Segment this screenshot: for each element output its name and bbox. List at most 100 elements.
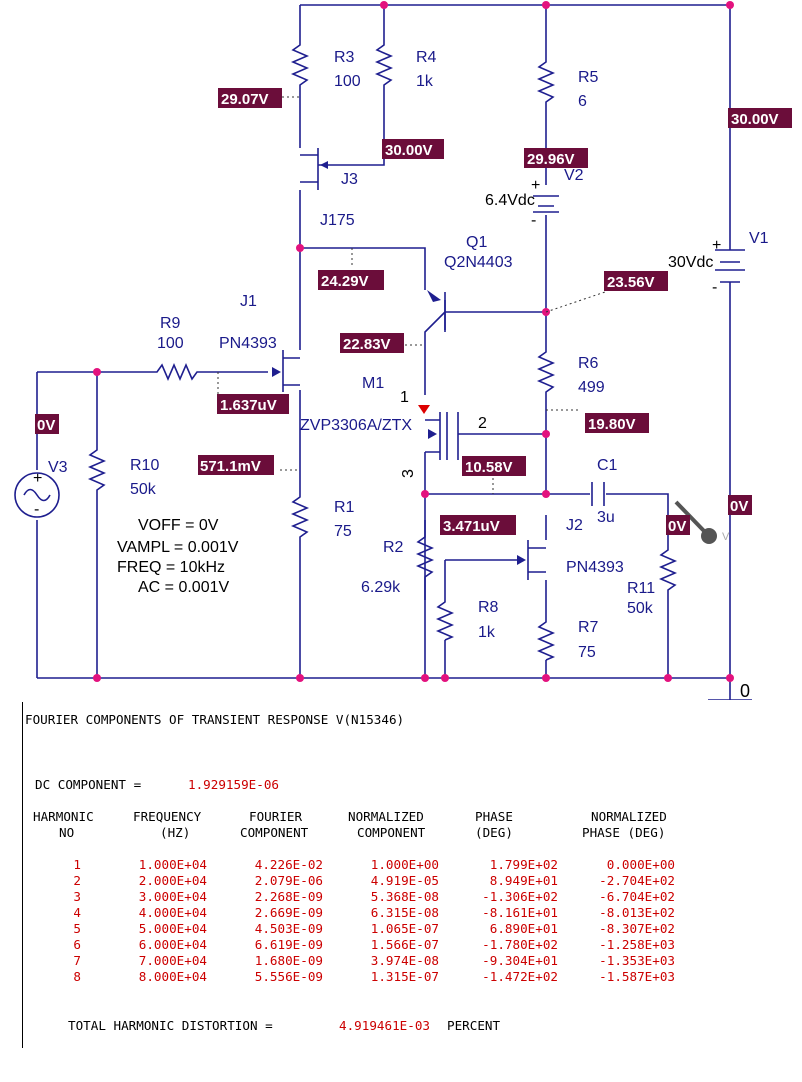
devices: + - + - + - V: [14, 148, 752, 700]
bias-label: 0V: [37, 417, 55, 434]
r2-value: 6.29k: [361, 579, 401, 596]
header-normalized-phase: NORMALIZED: [591, 809, 667, 824]
junction-dot: [726, 674, 734, 682]
table-cell: 1.000E+00: [370, 857, 439, 872]
q1-collector-wire: [424, 311, 446, 395]
r3-name: R3: [334, 49, 355, 66]
r3-resistor: [290, 38, 310, 90]
voltage-probe-tip[interactable]: [701, 528, 717, 544]
v2-value: 6.4Vdc: [485, 192, 535, 209]
table-cell: 6.315E-08: [370, 905, 439, 920]
m1-pin1: 1: [400, 389, 409, 406]
r8-value: 1k: [478, 624, 496, 641]
r7-name: R7: [578, 619, 599, 636]
q1-base-feed: [300, 247, 426, 290]
header-no: NO: [59, 825, 75, 840]
header-phase: PHASE: [475, 809, 513, 824]
header-component: COMPONENT: [240, 825, 309, 840]
sine-icon: [23, 488, 51, 502]
c1-value: 3u: [597, 509, 615, 526]
junction-dot: [421, 490, 429, 498]
table-cell: 1.680E-09: [254, 953, 323, 968]
r4-value: 1k: [416, 73, 434, 90]
thd-unit: PERCENT: [447, 1018, 501, 1033]
j2-symbol: [527, 540, 546, 580]
harmonic-number: 7: [73, 953, 81, 968]
v1-minus-sign: -: [712, 279, 717, 296]
table-cell: 2.268E-09: [254, 889, 323, 904]
bias-leaders: [217, 96, 606, 494]
v3-source-circle: [14, 472, 60, 518]
harmonic-number: 2: [73, 873, 81, 888]
j2-arrow: [517, 555, 526, 565]
r7-value: 75: [578, 644, 596, 661]
m1-pin2: 2: [478, 415, 487, 432]
v1-name: V1: [749, 230, 769, 247]
bias-label: 0V: [730, 498, 748, 515]
table-cell: -1.780E+02: [482, 937, 558, 952]
table-cell: 8.949E+01: [489, 873, 558, 888]
junction-dot: [421, 674, 429, 682]
junction-dot: [93, 674, 101, 682]
table-cell: 1.315E-07: [370, 969, 439, 984]
r10-value: 50k: [130, 481, 157, 498]
header-hz: (HZ): [160, 825, 191, 840]
j2-name: J2: [566, 517, 583, 534]
header-harmonic: HARMONIC: [33, 809, 94, 824]
r6-resistor: [536, 345, 556, 395]
v2-plus-sign: +: [531, 177, 540, 194]
junction-dot: [542, 430, 550, 438]
q1-part: Q2N4403: [444, 254, 513, 271]
table-cell: -1.306E+02: [482, 889, 558, 904]
junction-dot: [664, 674, 672, 682]
voltage-probe-icon[interactable]: [674, 500, 707, 534]
m1-pin3: 3: [400, 469, 417, 478]
table-cell: 3.974E-08: [370, 953, 439, 968]
c1-capacitor: [591, 482, 605, 506]
table-cell: 2.669E-09: [254, 905, 323, 920]
table-cell: -2.704E+02: [599, 873, 675, 888]
r9-resistor: [150, 362, 205, 382]
junction-dot: [380, 1, 388, 9]
bias-label: 19.80V: [588, 416, 636, 433]
q1-arrow: [427, 290, 441, 302]
v3-minus-sign: -: [34, 501, 39, 518]
bias-label: 0V: [668, 518, 686, 535]
table-cell: 5.556E-09: [254, 969, 323, 984]
table-cell: -1.587E+03: [599, 969, 675, 984]
thd-value: 4.919461E-03: [339, 1018, 430, 1033]
bias-label: 30.00V: [385, 142, 433, 159]
table-cell: 5.368E-08: [370, 889, 439, 904]
m1-symbol: [439, 412, 459, 460]
r9-name: R9: [160, 315, 181, 332]
thd-label: TOTAL HARMONIC DISTORTION =: [68, 1018, 273, 1033]
v2-battery-symbol: [533, 195, 559, 213]
dc-component-value: 1.929159E-06: [188, 777, 279, 792]
table-cell: 1.799E+02: [489, 857, 558, 872]
r8-resistor: [435, 595, 455, 641]
table-cell: 4.503E-09: [254, 921, 323, 936]
r4-name: R4: [416, 49, 437, 66]
harmonic-number: 4: [73, 905, 81, 920]
vampl-param: VAMPL = 0.001V: [117, 539, 239, 556]
r3-value: 100: [334, 73, 361, 90]
table-cell: 6.619E-09: [254, 937, 323, 952]
table-cell: 6.000E+04: [138, 937, 207, 952]
report-title: FOURIER COMPONENTS OF TRANSIENT RESPONSE…: [25, 712, 405, 727]
r6-value: 499: [578, 379, 605, 396]
header-deg: (DEG): [475, 825, 513, 840]
m1-pin1-marker: [418, 405, 430, 414]
table-cell: 2.079E-06: [254, 873, 323, 888]
probe-marker-label: V: [722, 531, 730, 543]
junction-dot: [441, 674, 449, 682]
junction-dot: [542, 674, 550, 682]
v1-value: 30Vdc: [668, 254, 713, 271]
voff-param: VOFF = 0V: [138, 517, 219, 534]
j1-part: PN4393: [219, 335, 277, 352]
j1-arrow: [272, 367, 281, 377]
table-cell: 6.890E+01: [489, 921, 558, 936]
bias-label: 3.471uV: [443, 518, 500, 535]
resistors: [87, 38, 678, 661]
junction-dot: [726, 1, 734, 9]
r9-value: 100: [157, 335, 184, 352]
